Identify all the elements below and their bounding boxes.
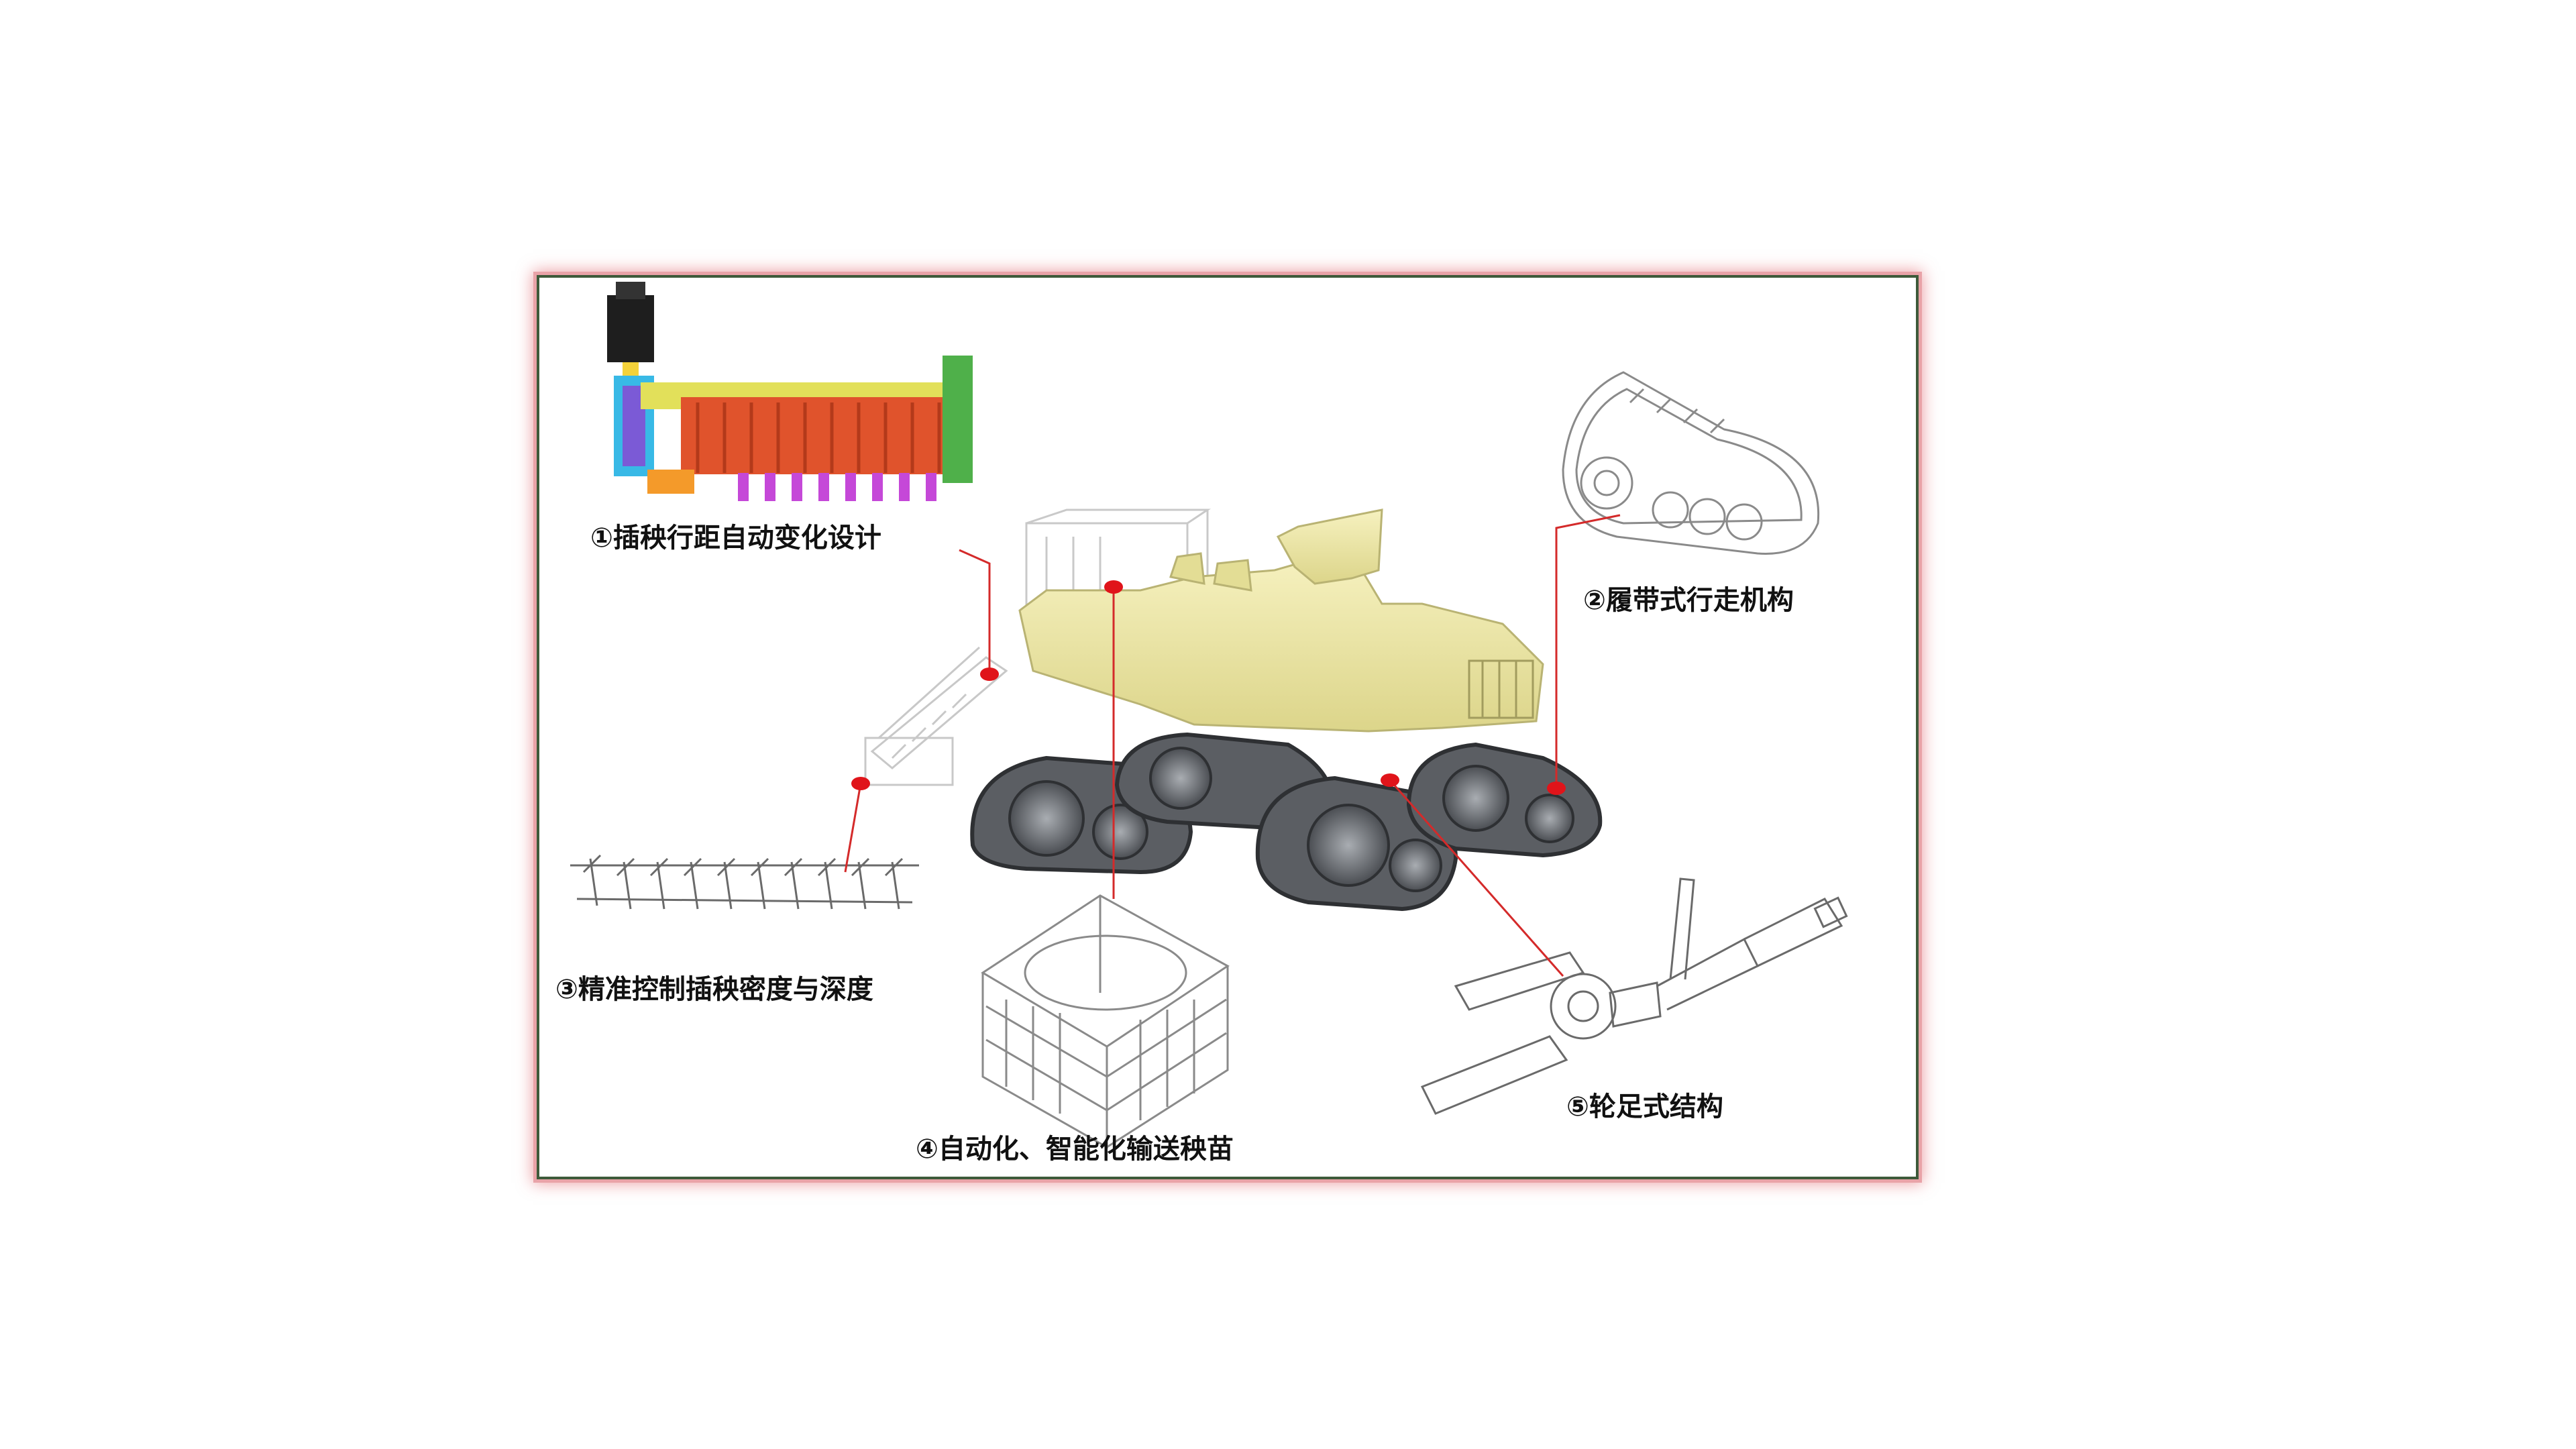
- vehicle-image: [864, 508, 1603, 912]
- callout-label-track: ②履带式行走机构: [1583, 585, 1794, 616]
- callout-dots: [851, 580, 1566, 795]
- leader-line-density: [844, 783, 862, 873]
- leader-lines: [844, 514, 1621, 977]
- leader-line-spacing: [959, 549, 991, 674]
- seedling-conveyor-image: [981, 894, 1230, 1149]
- callout-label-density: ③精准控制插秧密度与深度: [555, 974, 873, 1005]
- callout-dot-track: [1547, 782, 1566, 795]
- callout-dot-conveyor: [1104, 580, 1123, 594]
- callout-dot-density: [851, 777, 870, 790]
- callout-label-spacing: ①插秧行距自动变化设计: [590, 523, 881, 553]
- planting-forks-image: [570, 854, 919, 910]
- callout-label-conveyor: ④自动化、智能化输送秧苗: [916, 1134, 1234, 1165]
- vehicle-tracks: [970, 732, 1603, 912]
- leader-line-wheelleg: [1389, 780, 1564, 977]
- leader-line-track: [1555, 514, 1621, 788]
- callout-label-wheelleg: ⑤轮足式结构: [1566, 1091, 1723, 1122]
- callout-dot-spacing: [980, 667, 999, 681]
- planting-arm-image: [607, 282, 973, 501]
- wheel-leg-image: [1420, 877, 1848, 1115]
- callout-dot-wheelleg: [1381, 773, 1399, 787]
- track-mechanism-image: [1562, 371, 1820, 555]
